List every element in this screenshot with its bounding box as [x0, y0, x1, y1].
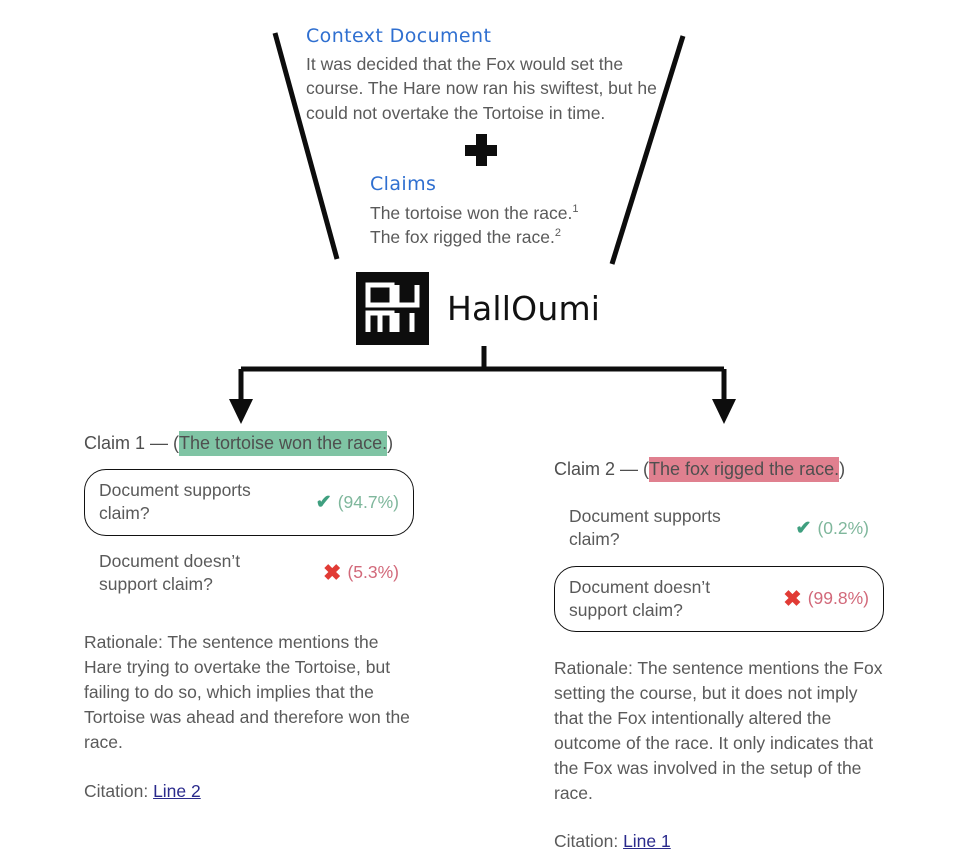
citation-label-1: Citation:: [84, 780, 154, 801]
claim-header-2: Claim 2 — (The fox rigged the race.): [554, 457, 954, 482]
rationale-text-2: Rationale: The sentence mentions the Fox…: [554, 658, 883, 803]
context-document-title: Context Document: [306, 25, 492, 47]
claims-title: Claims: [370, 173, 437, 195]
support-percent-1-yes: (94.7%): [337, 491, 399, 512]
support-value-2-yes: ✔ (0.2%): [796, 518, 869, 539]
context-document-block: Context Document It was decided that the…: [306, 24, 676, 126]
claim-header-1: Claim 1 — (The tortoise won the race.): [84, 431, 484, 456]
claim-superscript-2: 2: [554, 226, 561, 239]
support-percent-2-no: (99.8%): [807, 588, 869, 609]
context-document-body: It was decided that the Fox would set th…: [306, 53, 657, 124]
citation-label-2: Citation:: [554, 831, 624, 852]
cross-icon: ✖: [323, 559, 342, 585]
support-value-2-no: ✖ (99.8%): [783, 585, 869, 611]
halloumi-logo-icon: [356, 272, 429, 345]
claim-column-2: Claim 2 — (The fox rigged the race.) Doc…: [554, 457, 954, 852]
claim-header-prefix-2: Claim 2 — (: [554, 459, 650, 479]
claim-header-suffix-2: ): [839, 459, 846, 479]
diagram-canvas: Context Document It was decided that the…: [84, 24, 884, 851]
support-row-1-no[interactable]: Document doesn’t support claim? ✖ (5.3%): [84, 540, 414, 607]
claim-header-highlight-2: The fox rigged the race.: [649, 457, 840, 482]
support-percent-2-yes: (0.2%): [817, 517, 869, 538]
claim-list-item-1: The tortoise won the race.1: [370, 201, 700, 225]
support-value-1-no: ✖ (5.3%): [323, 559, 399, 585]
claim-header-highlight-1: The tortoise won the race.: [179, 431, 388, 456]
cross-icon: ✖: [783, 585, 802, 611]
check-icon: ✔: [795, 517, 812, 539]
citation-2: Citation: Line 1: [554, 831, 954, 852]
support-value-1-yes: ✔ (94.7%): [316, 492, 399, 513]
claim-header-suffix-1: ): [387, 433, 394, 453]
model-name: HallOumi: [447, 289, 601, 328]
support-row-1-yes[interactable]: Document supports claim? ✔ (94.7%): [84, 469, 414, 536]
plus-icon: [465, 134, 497, 166]
rationale-text-1: Rationale: The sentence mentions the Har…: [84, 632, 410, 752]
claim-column-1: Claim 1 — (The tortoise won the race.) D…: [84, 431, 484, 802]
fork-connector: [229, 346, 736, 424]
claim-text-1: The tortoise won the race.: [370, 202, 573, 223]
citation-link-2[interactable]: Line 1: [623, 831, 671, 852]
citation-link-1[interactable]: Line 2: [153, 780, 201, 801]
claims-block: Claims The tortoise won the race.1 The f…: [370, 172, 700, 249]
claim-superscript-1: 1: [572, 202, 579, 215]
support-question-2-yes: Document supports claim?: [569, 506, 721, 550]
citation-1: Citation: Line 2: [84, 781, 484, 802]
claim-header-prefix-1: Claim 1 — (: [84, 433, 180, 453]
support-question-1-no: Document doesn’t support claim?: [99, 550, 241, 594]
support-row-2-yes[interactable]: Document supports claim? ✔ (0.2%): [554, 495, 884, 562]
support-question-1-yes: Document supports claim?: [99, 480, 251, 524]
claim-list-item-2: The fox rigged the race.2: [370, 225, 700, 249]
check-icon: ✔: [315, 491, 332, 513]
claim-text-2: The fox rigged the race.: [370, 226, 555, 247]
support-question-2-no: Document doesn’t support claim?: [569, 576, 711, 620]
model-logo-row: HallOumi: [356, 272, 600, 345]
support-row-2-no[interactable]: Document doesn’t support claim? ✖ (99.8%…: [554, 565, 884, 633]
support-percent-1-no: (5.3%): [347, 562, 399, 583]
